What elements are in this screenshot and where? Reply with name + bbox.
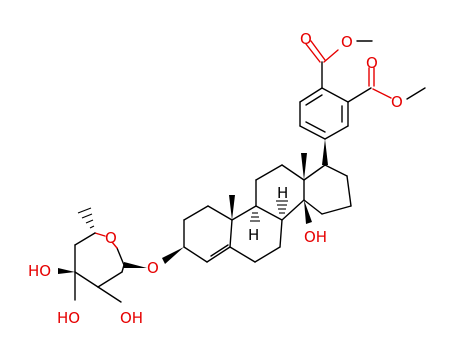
c9-hydrogen-hash — [250, 212, 260, 222]
c3-oxygen-wedge — [162, 247, 184, 264]
glycosidic-oxygen: O — [147, 259, 159, 277]
sugar-oh-a-wedge — [58, 268, 75, 274]
anomeric-wedge — [124, 262, 147, 268]
hydroxyl-sugar-b: HO — [57, 309, 80, 327]
carbonyl-oxygen-top: O — [300, 30, 312, 48]
ester-top: O O — [300, 30, 373, 89]
hydroxyl-c14: OH — [304, 228, 327, 246]
hydrogen-c8: H — [277, 184, 288, 202]
ester-right: O O — [347, 54, 426, 111]
ester-oxygen-right: O — [391, 93, 403, 111]
c13-methyl-wedge — [301, 153, 307, 180]
c10-methyl-wedge — [229, 195, 235, 220]
hydroxyl-sugar-c: OH — [120, 309, 143, 327]
carbonyl-oxygen-right: O — [366, 54, 378, 72]
ring-d — [303, 164, 352, 215]
ring-oxygen: O — [105, 229, 117, 247]
ring-c — [255, 164, 305, 221]
ester-oxygen-top: O — [341, 33, 353, 51]
sugar-methyl-hash — [77, 207, 95, 229]
c14-hydroxyl-wedge — [304, 200, 312, 224]
ring-a — [183, 205, 231, 263]
ring-b — [207, 205, 283, 263]
sugar-ring: O — [74, 229, 147, 288]
c8-hydrogen-hash — [276, 200, 288, 214]
sugar-oh-c-bond — [97, 286, 122, 303]
hydroxyl-sugar-a: HO — [28, 262, 51, 280]
c17-aryl-wedge — [322, 139, 328, 165]
aromatic-ring — [299, 87, 349, 140]
hydrogen-c9: H — [248, 226, 259, 244]
